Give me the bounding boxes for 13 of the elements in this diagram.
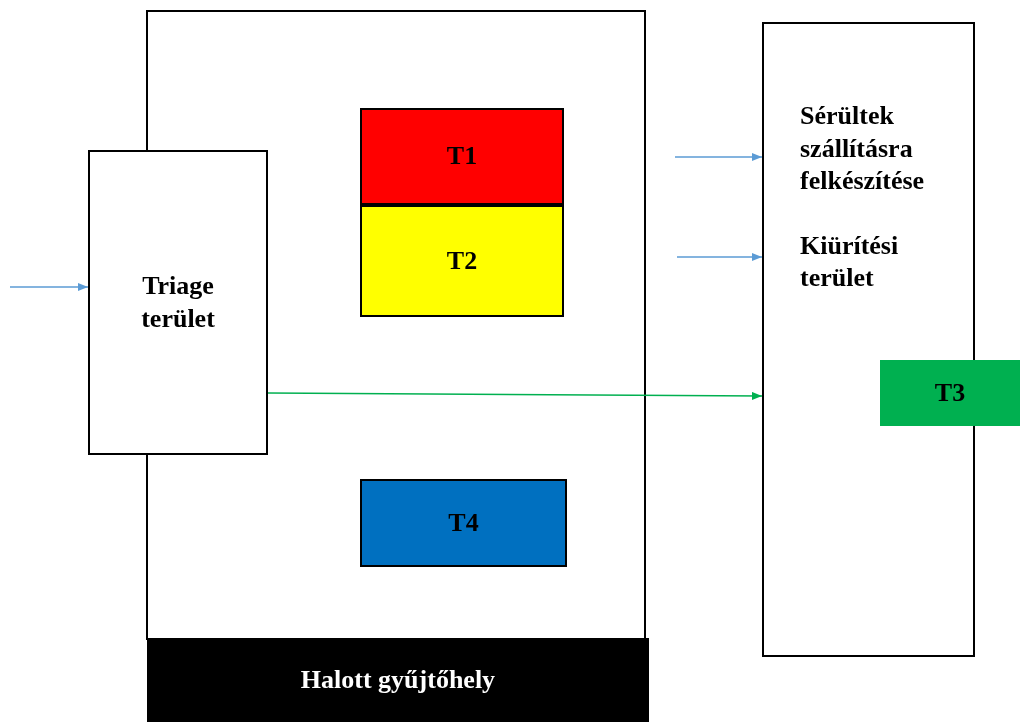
arrow (267, 391, 763, 400)
area-heading: Sérültek szállításra felkészítése (800, 100, 926, 197)
arrow (674, 153, 763, 161)
arrow (676, 253, 763, 261)
category-box: T3 (880, 360, 1020, 426)
area-box (762, 22, 975, 657)
category-box: T4 (360, 479, 567, 567)
arrow (9, 283, 89, 291)
area-band: Halott gyűjtőhely (147, 638, 649, 722)
category-box: T2 (360, 205, 564, 317)
area-heading: Kiürítési terület (800, 229, 900, 294)
category-box: T1 (360, 108, 564, 205)
area-box: Triage terület (88, 150, 268, 455)
